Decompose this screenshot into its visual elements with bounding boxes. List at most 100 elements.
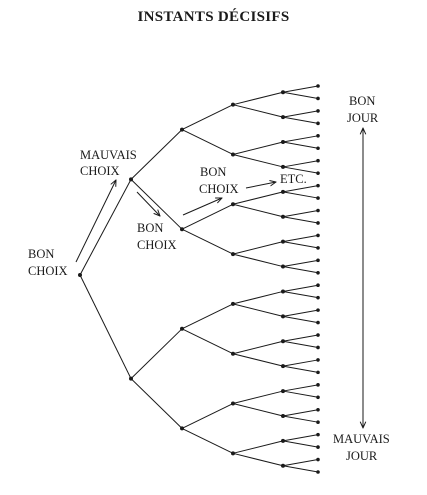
tree-leaf-node	[316, 196, 320, 200]
tree-leaf-node	[316, 270, 320, 275]
tree-node	[281, 389, 285, 394]
tree-branch	[181, 228, 234, 255]
tree-node	[180, 426, 184, 431]
tree-branch	[130, 378, 183, 429]
tree-branch	[282, 409, 319, 417]
tree-branch	[282, 334, 319, 342]
tree-leaf-node	[316, 109, 320, 113]
tree-branch	[282, 135, 319, 143]
tree-branch	[79, 274, 132, 379]
tree-node	[231, 202, 235, 207]
tree-node	[78, 273, 82, 277]
tree-branch	[282, 166, 319, 174]
arrow-bon-to-bon	[182, 198, 222, 216]
label-bon-jour-line1: BON	[349, 94, 375, 108]
tree-leaf-node	[316, 308, 320, 312]
tree-node	[231, 301, 235, 306]
tree-edges	[79, 85, 319, 473]
tree-branch	[282, 141, 319, 149]
tree-branch	[282, 309, 319, 317]
tree-branch	[282, 415, 319, 423]
tree-node	[180, 326, 184, 331]
tree-branch	[282, 185, 319, 193]
tree-leaf-node	[316, 420, 320, 424]
label-bon-choix-upper-line2: CHOIX	[199, 182, 239, 196]
tree-branch	[130, 129, 183, 180]
tree-branch	[282, 234, 319, 243]
tree-leaf-node	[316, 432, 320, 437]
tree-node	[281, 164, 285, 169]
tree-branch	[282, 116, 319, 124]
tree-branch	[232, 290, 284, 305]
tree-node	[231, 152, 235, 157]
tree-branch	[232, 91, 284, 106]
tree-leaf-node	[316, 345, 320, 350]
tree-branch	[232, 390, 284, 405]
label-bon-choix-mid-line2: CHOIX	[137, 238, 177, 252]
tree-branch	[232, 191, 284, 205]
tree-node	[281, 239, 285, 244]
tree-branch	[232, 353, 284, 367]
tree-branch	[282, 434, 319, 442]
tree-node	[180, 227, 184, 232]
tree-node	[281, 314, 285, 319]
tree-branch	[232, 253, 284, 268]
tree-node	[129, 376, 133, 381]
tree-leaf-node	[316, 121, 320, 126]
tree-node	[231, 401, 235, 406]
tree-branch	[232, 141, 284, 155]
tree-leaf-node	[316, 171, 320, 175]
label-bon-jour-line2: JOUR	[347, 111, 379, 125]
label-mauvais-choix-line2: CHOIX	[80, 164, 120, 178]
tree-node	[281, 214, 285, 219]
tree-node	[281, 289, 285, 294]
tree-leaf-node	[316, 457, 320, 462]
tree-branch	[282, 365, 319, 373]
tree-leaf-node	[316, 407, 320, 412]
tree-branch	[282, 91, 319, 99]
tree-branch	[232, 452, 284, 467]
tree-nodes	[78, 84, 320, 474]
tree-node	[281, 90, 285, 95]
label-mauvais-jour-line2: JOUR	[346, 449, 378, 463]
tree-leaf-node	[316, 395, 320, 400]
tree-node	[281, 115, 285, 120]
tree-node	[281, 339, 285, 344]
arrow-mauvais-to-bon	[136, 191, 160, 216]
tree-branch	[181, 403, 234, 429]
tree-branch	[282, 459, 319, 467]
tree-leaf-node	[316, 370, 320, 375]
tree-leaf-node	[316, 333, 320, 337]
tree-leaf-node	[316, 258, 320, 263]
tree-branch	[232, 104, 284, 118]
tree-branch	[282, 390, 319, 398]
tree-leaf-node	[316, 320, 320, 325]
diagram-title: INSTANTS DÉCISIFS	[137, 9, 290, 25]
tree-branch	[232, 440, 284, 454]
arrow-root-to-mauvais	[75, 180, 116, 263]
label-etc: ETC.	[280, 172, 307, 186]
tree-branch	[282, 259, 319, 268]
tree-node	[281, 189, 285, 194]
tree-leaf-node	[316, 246, 320, 250]
tree-branch	[232, 241, 284, 255]
tree-leaf-node	[316, 233, 320, 238]
tree-node	[281, 364, 285, 369]
tree-branch	[232, 403, 284, 417]
tree-branch	[282, 160, 319, 168]
tree-leaf-node	[316, 383, 320, 387]
tree-branch	[282, 384, 319, 392]
tree-leaf-node	[316, 158, 320, 163]
tree-branch	[130, 179, 183, 230]
tree-branch	[181, 427, 234, 454]
tree-branch	[181, 104, 234, 131]
tree-leaf-node	[316, 183, 320, 188]
tree-node	[281, 264, 285, 269]
tree-node	[129, 177, 133, 182]
tree-leaf-node	[316, 208, 320, 213]
tree-leaf-node	[316, 221, 320, 225]
tree-leaf-node	[316, 283, 320, 288]
tree-node	[281, 413, 285, 418]
